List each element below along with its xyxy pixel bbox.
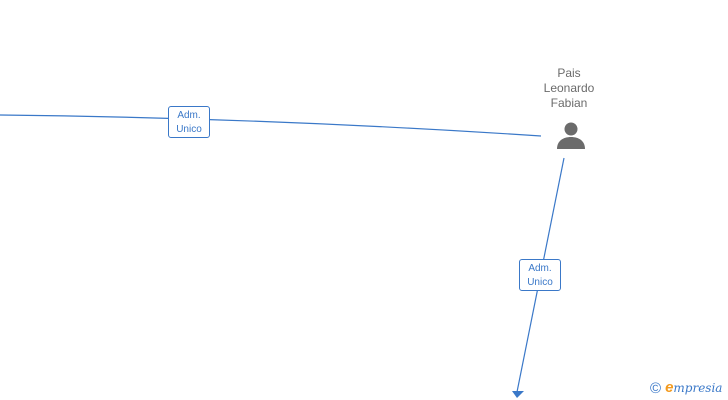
arrowhead-icon [512, 391, 524, 398]
person-name-line-3: Fabian [550, 96, 588, 110]
person-name-line-1: Pais [557, 66, 581, 80]
copyright-icon: © [650, 380, 662, 397]
person-name-line-2: Leonardo [543, 81, 595, 95]
person-node-name[interactable]: Pais Leonardo Fabian [528, 66, 610, 111]
brand-logo: ©empresia [650, 379, 722, 399]
edge-label-1-line-1: Adm. [177, 110, 201, 121]
edge-line-1 [0, 114, 542, 137]
brand-logo-initial: e [665, 379, 674, 396]
edge-label-1: Adm. Unico [168, 106, 210, 138]
edge-label-2: Adm. Unico [519, 259, 561, 291]
person-icon[interactable] [557, 122, 585, 150]
edge-label-2-line-1: Adm. [528, 263, 552, 274]
brand-logo-text: mpresia [673, 381, 723, 395]
edge-label-2-line-2: Unico [527, 277, 553, 288]
edge-label-1-line-2: Unico [176, 124, 202, 135]
